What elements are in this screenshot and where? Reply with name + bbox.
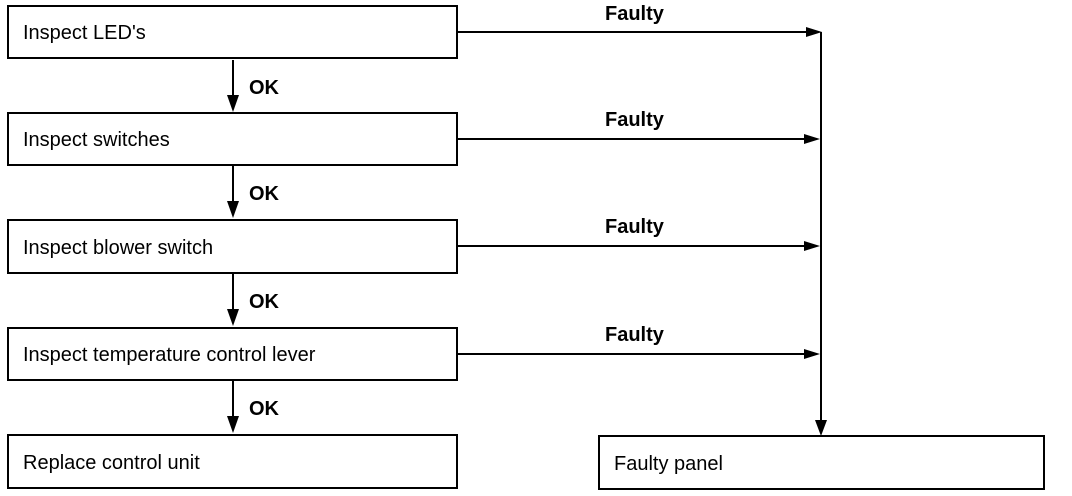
step-replace-control-unit: Replace control unit: [7, 434, 458, 489]
ok-arrowhead-3: [227, 309, 239, 326]
faulty-label-4: Faulty: [605, 324, 664, 346]
faulty-arrowhead-3: [804, 241, 820, 251]
faulty-arrows: [458, 27, 822, 359]
ok-arrowhead-4: [227, 416, 239, 433]
faulty-label-2: Faulty: [605, 109, 664, 131]
faulty-arrowhead-2: [804, 134, 820, 144]
step-inspect-temperature-lever: Inspect temperature control lever: [7, 327, 458, 381]
ok-arrows: [227, 60, 239, 433]
faulty-arrowhead-1: [806, 27, 822, 37]
ok-label-4: OK: [249, 398, 279, 420]
ok-arrowhead-2: [227, 201, 239, 218]
collector-line: [815, 32, 827, 436]
outcome-faulty-panel: Faulty panel: [598, 435, 1045, 490]
step-label: Inspect LED's: [23, 22, 146, 44]
step-label: Replace control unit: [23, 451, 200, 474]
faulty-label-1: Faulty: [605, 3, 664, 25]
step-label: Inspect switches: [23, 129, 170, 151]
step-label: Inspect temperature control lever: [23, 344, 316, 366]
step-inspect-switches: Inspect switches: [7, 112, 458, 166]
ok-label-2: OK: [249, 183, 279, 205]
collector-arrowhead: [815, 420, 827, 436]
faulty-label-3: Faulty: [605, 216, 664, 238]
step-inspect-leds: Inspect LED's: [7, 5, 458, 59]
ok-label-1: OK: [249, 77, 279, 99]
step-label: Inspect blower switch: [23, 236, 214, 259]
outcome-label: Faulty panel: [614, 452, 723, 475]
ok-label-3: OK: [249, 291, 279, 313]
step-inspect-blower-switch: Inspect blower switch: [7, 219, 458, 274]
faulty-arrowhead-4: [804, 349, 820, 359]
ok-arrowhead-1: [227, 95, 239, 112]
